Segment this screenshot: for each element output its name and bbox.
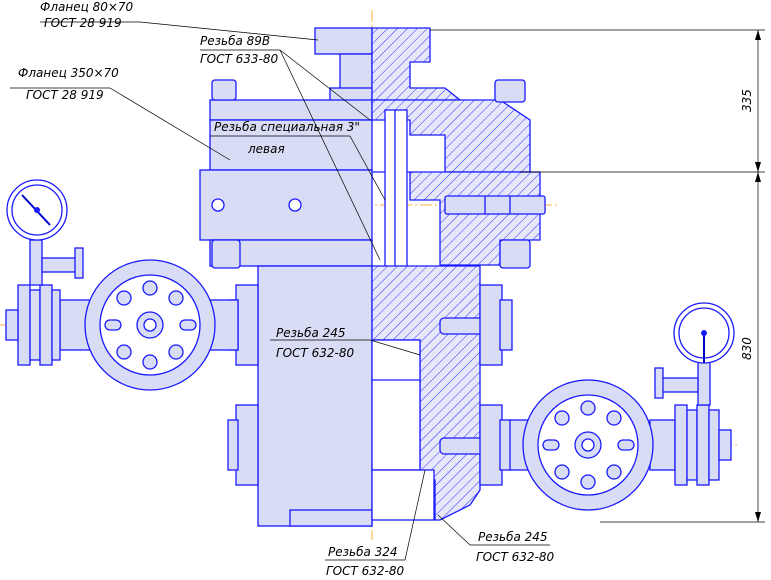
dimension-upper-value: 335 bbox=[740, 89, 754, 112]
label-thread-89-title: Резьба 89В bbox=[200, 34, 271, 48]
right-valve-assembly bbox=[479, 284, 732, 511]
label-flange-small-title: Фланец 80×70 bbox=[40, 0, 134, 14]
label-flange-large-std: ГОСТ 28 919 bbox=[26, 88, 104, 102]
label-thread-245b-title: Резьба 245 bbox=[478, 530, 548, 544]
label-thread-324-title: Резьба 324 bbox=[328, 545, 398, 559]
right-pressure-gauge bbox=[673, 302, 735, 364]
label-thread-245a-std: ГОСТ 632-80 bbox=[276, 346, 355, 360]
label-flange-large-title: Фланец 350×70 bbox=[18, 66, 119, 80]
top-small-flange bbox=[314, 27, 462, 103]
label-thread-special-sub: левая bbox=[248, 142, 285, 156]
label-thread-324-std: ГОСТ 632-80 bbox=[326, 564, 405, 578]
label-flange-small-std: ГОСТ 28 919 bbox=[44, 16, 122, 30]
dimension-lines bbox=[430, 29, 765, 523]
label-thread-special-title: Резьба специальная 3" bbox=[214, 120, 360, 134]
dimension-lower-value: 830 bbox=[740, 337, 754, 360]
left-valve-assembly bbox=[5, 239, 259, 486]
label-thread-245b-std: ГОСТ 632-80 bbox=[476, 550, 555, 564]
left-pressure-gauge bbox=[6, 179, 68, 241]
lower-body bbox=[257, 265, 486, 527]
leader-lines bbox=[10, 21, 550, 561]
label-thread-245a-title: Резьба 245 bbox=[276, 326, 346, 340]
label-thread-89-std: ГОСТ 633-80 bbox=[200, 52, 279, 66]
upper-flange-body bbox=[199, 79, 546, 276]
